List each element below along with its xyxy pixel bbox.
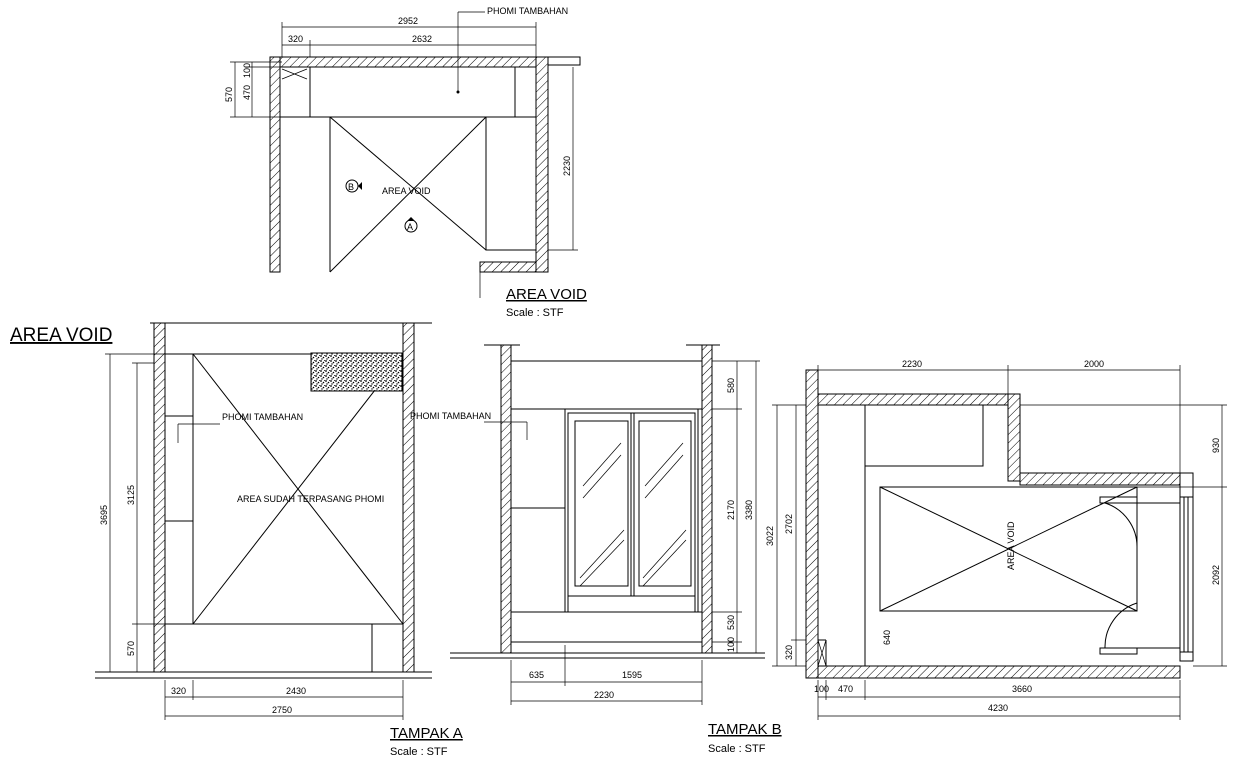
wall-right (535, 56, 549, 273)
label-phomi-tambahan: PHOMI TAMBAHAN (487, 6, 568, 16)
dim-3695: 3695 (99, 505, 109, 525)
scale-tampak-a: Scale : STF (390, 746, 448, 758)
label-phomi-mid: PHOMI TAMBAHAN (410, 411, 491, 421)
dim-2092: 2092 (1211, 565, 1221, 585)
dim-2230: 2230 (562, 156, 572, 176)
dim-3660: 3660 (1012, 684, 1032, 694)
dim-2430: 2430 (286, 686, 306, 696)
dim-1595: 1595 (622, 670, 642, 680)
title-area-void: AREA VOID (506, 286, 587, 303)
dim-3125: 3125 (126, 485, 136, 505)
label-area-void-b: AREA VOID (1006, 521, 1016, 570)
wall-bottom (479, 261, 537, 273)
dim-570: 570 (224, 87, 234, 102)
wall-top (279, 56, 537, 68)
dim-4230: 4230 (988, 703, 1008, 713)
dim-580: 580 (726, 378, 736, 393)
dim-2170: 2170 (726, 500, 736, 520)
dim-2230-mid: 2230 (594, 690, 614, 700)
dim-3022: 3022 (765, 526, 775, 546)
stone-panel (310, 352, 403, 392)
dim-570-a: 570 (126, 641, 136, 656)
wall-mid (1007, 393, 1021, 482)
dim-320-a: 320 (171, 686, 186, 696)
dim-2750: 2750 (272, 705, 292, 715)
wall-right (701, 344, 713, 654)
marker-a: A (407, 222, 413, 232)
scale-tampak-b: Scale : STF (708, 743, 766, 755)
dim-2952: 2952 (398, 16, 418, 26)
scale-area-void: Scale : STF (506, 307, 564, 319)
marker-b: B (348, 182, 354, 192)
dim-100-mid: 100 (726, 637, 736, 652)
elevation-tampak-a: AREA VOID AREA SUDAH TERPASANG PHOMI PHO… (10, 322, 463, 758)
dim-470-b: 470 (838, 684, 853, 694)
label-area-sudah: AREA SUDAH TERPASANG PHOMI (237, 494, 384, 504)
dim-100: 100 (242, 63, 252, 78)
plan-area-void: AREA VOID B A PHOMI TAMBAHAN 2952 320 26… (224, 6, 587, 319)
dim-930: 930 (1211, 438, 1221, 453)
dim-3380: 3380 (744, 500, 754, 520)
dim-2000: 2000 (1084, 359, 1104, 369)
dim-320-b: 320 (784, 645, 794, 660)
wall-left (500, 344, 512, 654)
wall-top-right (1019, 472, 1181, 486)
dim-2702: 2702 (784, 514, 794, 534)
label-phomi-a: PHOMI TAMBAHAN (222, 412, 303, 422)
heading-area-void: AREA VOID (10, 325, 112, 346)
wall-bottom (817, 665, 1181, 679)
wall-left (269, 56, 281, 273)
elevation-middle: PHOMI TAMBAHAN 580 2170 3380 530 100 635… (410, 344, 765, 705)
label-area-void: AREA VOID (382, 186, 431, 196)
dim-2230-b: 2230 (902, 359, 922, 369)
wall-left (153, 322, 166, 673)
wall-right (402, 322, 415, 673)
dim-100-b: 100 (814, 684, 829, 694)
plan-tampak-b: AREA VOID 2230 2000 930 2092 3 (708, 359, 1227, 755)
wall-top-left (817, 393, 1009, 406)
dim-530: 530 (726, 615, 736, 630)
dim-635: 635 (529, 670, 544, 680)
wall-left (805, 369, 819, 679)
title-tampak-a: TAMPAK A (390, 725, 463, 742)
dim-320: 320 (288, 34, 303, 44)
title-tampak-b: TAMPAK B (708, 721, 782, 738)
dim-470: 470 (242, 85, 252, 100)
dim-640: 640 (882, 630, 892, 645)
dim-2632: 2632 (412, 34, 432, 44)
